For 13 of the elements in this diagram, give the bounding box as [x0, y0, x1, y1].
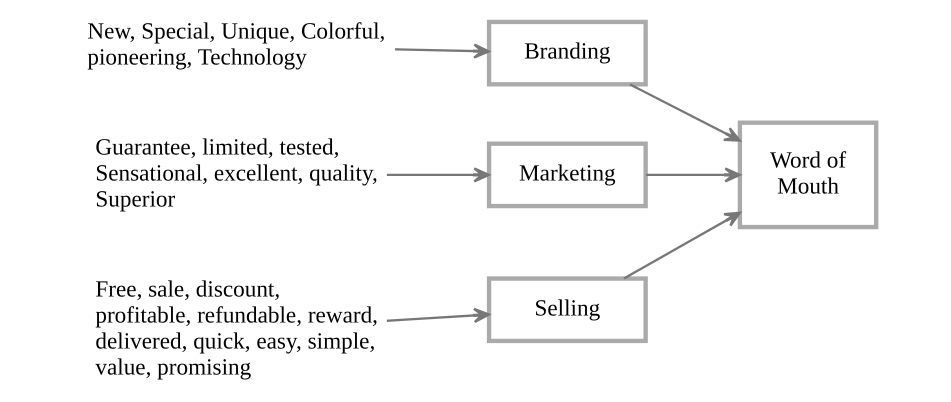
arrow — [386, 167, 490, 183]
node-box: Branding — [486, 20, 648, 86]
node-text: Free, sale, discount, profitable, refundable, reward, delivered, quick, easy, simple, value, promising — [94, 276, 378, 381]
node-text: Guarantee, limited, tested, Sensational, excellent, quality, Superior — [94, 134, 378, 213]
arrow — [629, 83, 740, 142]
node-text: New, Special, Unique, Colorful, pioneering, Technology — [86, 18, 385, 70]
node-box: Marketing — [486, 142, 648, 208]
arrow — [386, 308, 490, 324]
arrow — [646, 167, 740, 183]
node-box: Word of Mouth — [737, 120, 878, 230]
arrow — [394, 43, 490, 59]
arrow — [622, 212, 741, 280]
node-box: Selling — [486, 276, 648, 344]
